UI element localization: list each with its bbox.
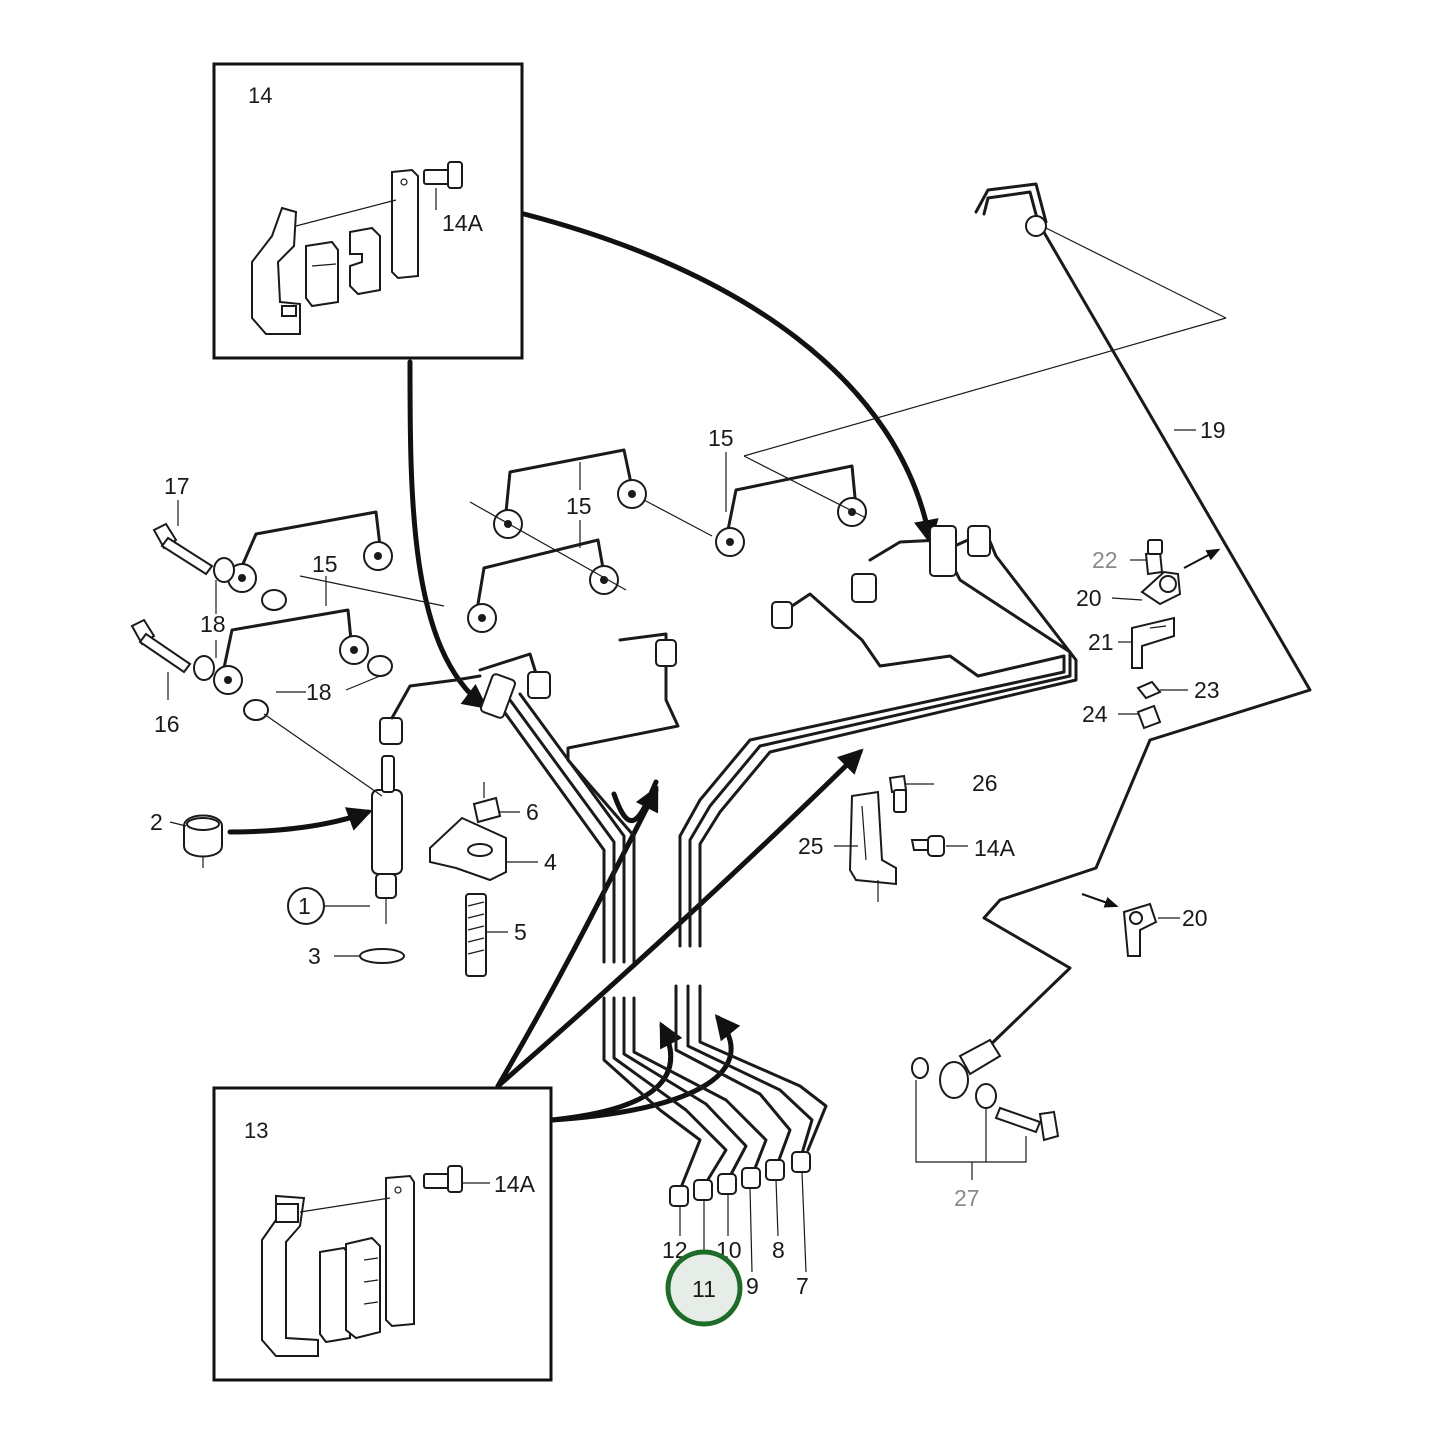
callout-8: 8 <box>772 1237 785 1263</box>
callout-25: 25 <box>798 833 824 859</box>
callout-20-upper: 20 <box>1076 585 1102 611</box>
callout-labels: 2 3 4 5 6 7 8 9 10 12 26 14A 25 20 27 19… <box>150 417 1226 1299</box>
inset-13-part-label: 14A <box>494 1171 536 1197</box>
callout-11: 11 <box>692 1276 716 1302</box>
callout-27: 27 <box>954 1185 980 1211</box>
callout-7: 7 <box>796 1273 809 1299</box>
inset-box-13: 13 14A <box>212 1086 553 1382</box>
callout-14A-mid: 14A <box>974 835 1016 861</box>
callout-24: 24 <box>1082 701 1108 727</box>
callout-22: 22 <box>1092 547 1118 573</box>
callout-26: 26 <box>972 770 998 796</box>
leak-off-pipes <box>130 317 1227 721</box>
callout-5: 5 <box>514 919 527 945</box>
inset-14-part-label: 14A <box>442 210 484 236</box>
callout-15-right: 15 <box>708 425 734 451</box>
callout-9: 9 <box>746 1273 759 1299</box>
inset-14-title: 14 <box>248 83 272 108</box>
callout-20-lower: 20 <box>1182 905 1208 931</box>
callout-19: 19 <box>1200 417 1226 443</box>
callout-1: 1 <box>298 893 311 919</box>
injection-pipes <box>379 525 1078 1207</box>
inset-box-14: 14 14A <box>212 62 524 360</box>
callout-4: 4 <box>544 849 557 875</box>
callout-3: 3 <box>308 943 321 969</box>
callout-6: 6 <box>526 799 539 825</box>
callout-15-left: 15 <box>312 551 338 577</box>
highlighted-callout-11[interactable]: 11 <box>665 1249 743 1327</box>
callout-23: 23 <box>1194 677 1220 703</box>
callout-2: 2 <box>150 809 163 835</box>
injector-assembly: 1 <box>169 713 538 977</box>
callout-17: 17 <box>164 473 190 499</box>
inset-13-title: 13 <box>244 1118 268 1143</box>
callout-18-lower: 18 <box>306 679 332 705</box>
callout-16: 16 <box>154 711 180 737</box>
return-pipe-19 <box>834 182 1312 1180</box>
callout-15-mid: 15 <box>566 493 592 519</box>
callout-18-upper: 18 <box>200 611 226 637</box>
callout-21: 21 <box>1088 629 1114 655</box>
